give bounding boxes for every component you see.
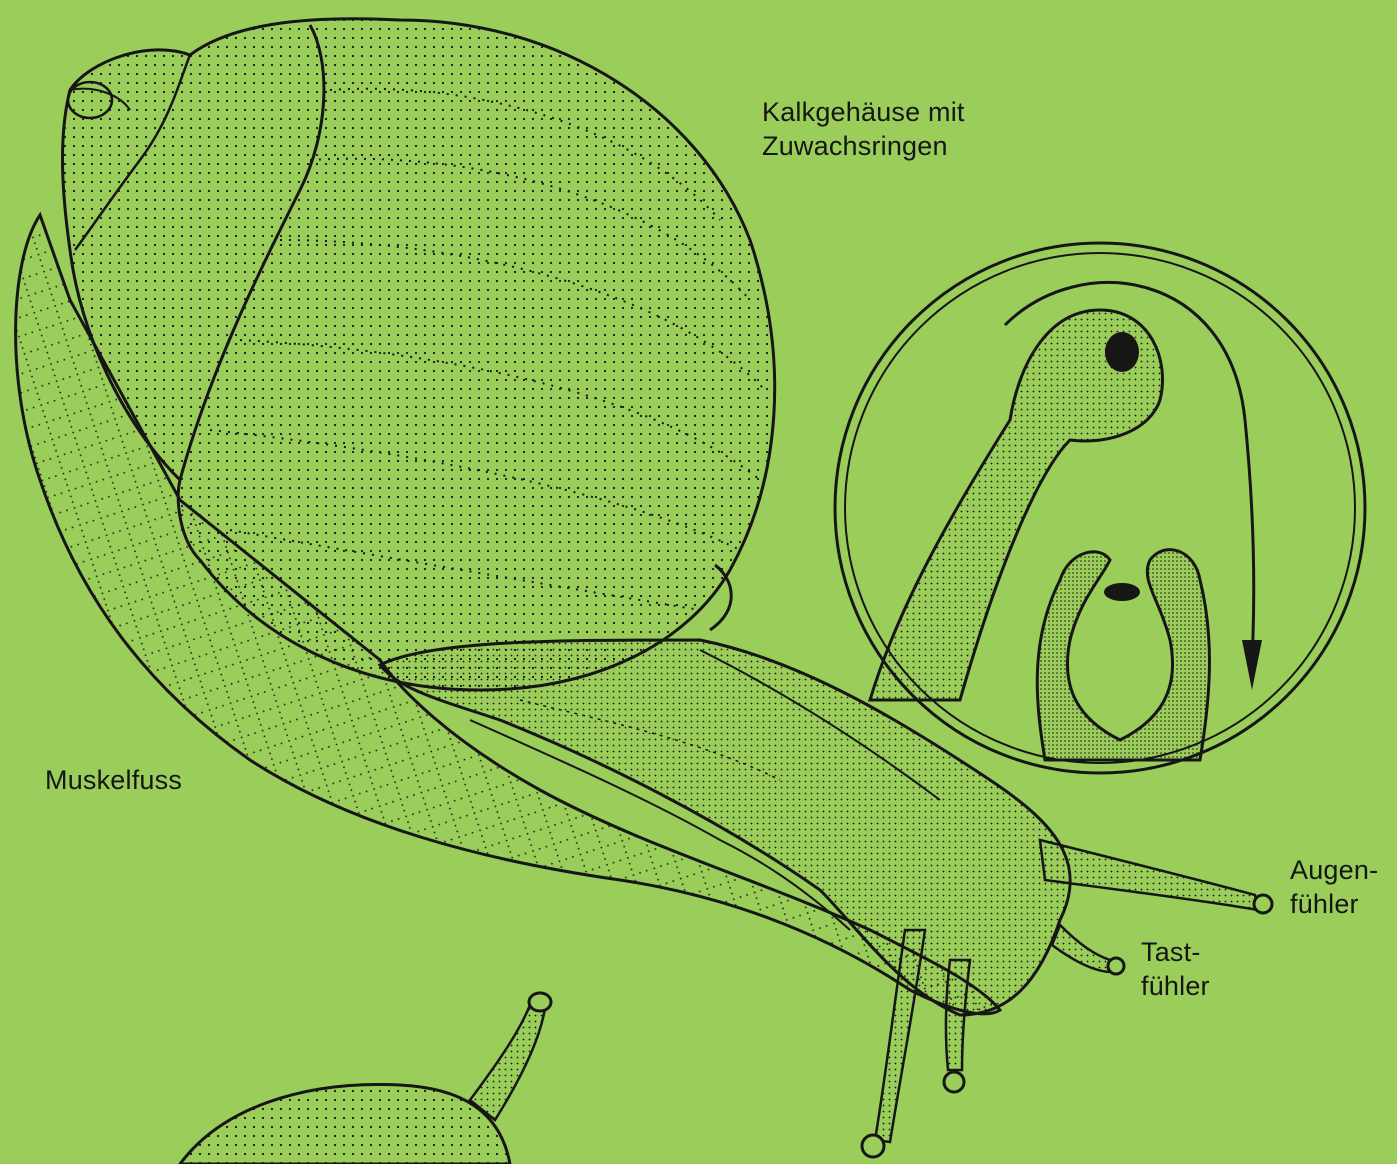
touch-tentacle-label-line-2: fühler <box>1141 969 1210 1003</box>
tentacle-detail-inset <box>835 243 1365 773</box>
touch-tentacle-right <box>1052 925 1124 974</box>
touch-tentacle-label-line-1: Tast- <box>1141 935 1210 969</box>
touch-tentacle-label: Tast- fühler <box>1141 935 1210 1003</box>
eye-tentacle-label: Augen- fühler <box>1290 853 1378 921</box>
second-snail-partial <box>180 993 551 1164</box>
foot-label: Muskelfuss <box>45 763 182 797</box>
eye-tentacle-label-line-1: Augen- <box>1290 853 1378 887</box>
eye-tentacle-label-line-2: fühler <box>1290 887 1378 921</box>
eye-tentacle-right <box>1040 840 1272 913</box>
shell-label: Kalkgehäuse mit Zuwachsringen <box>762 95 965 163</box>
touch-tentacle-left <box>944 960 970 1092</box>
shell-label-line-1: Kalkgehäuse mit <box>762 95 965 129</box>
shell-label-line-2: Zuwachsringen <box>762 129 965 163</box>
foot-label-text: Muskelfuss <box>45 763 182 797</box>
